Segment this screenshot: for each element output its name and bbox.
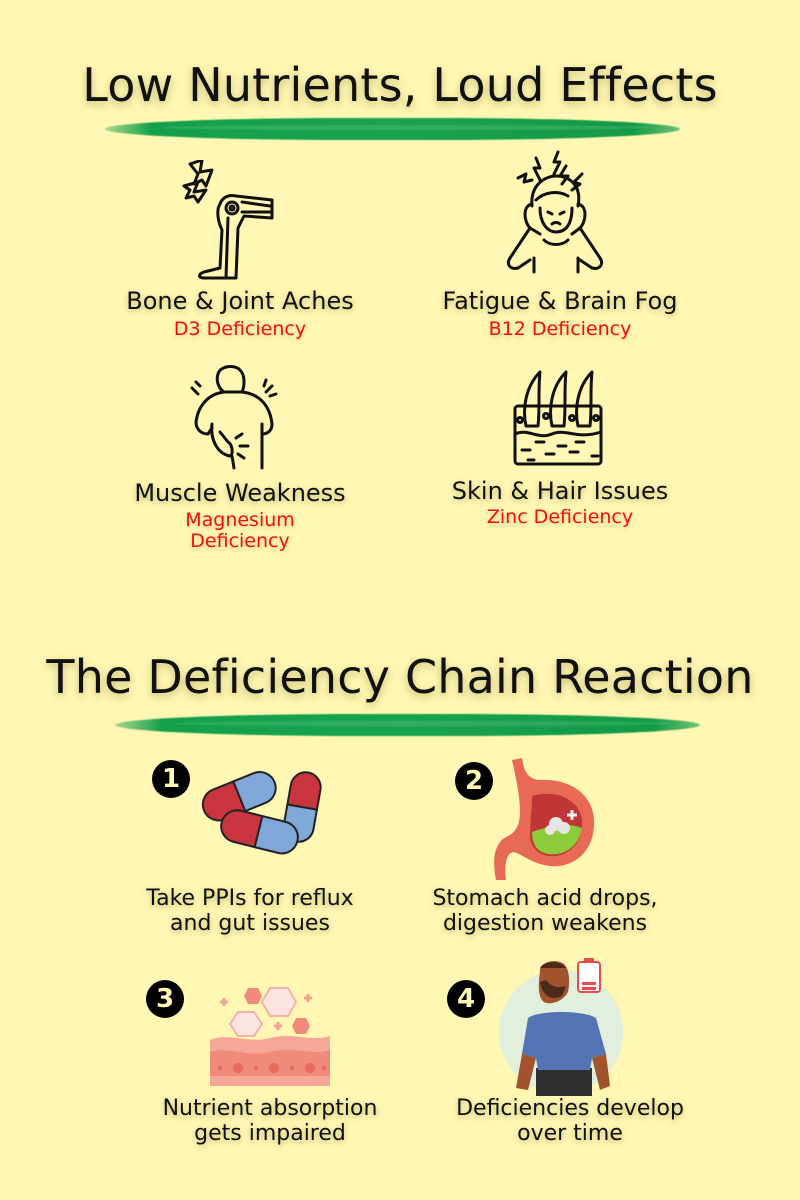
deficiency-label: Zinc Deficiency bbox=[486, 506, 634, 528]
section1-title: Low Nutrients, Loud Effects bbox=[82, 58, 718, 112]
stomach-icon bbox=[494, 758, 595, 880]
step-1-text: Take PPIs for reflux and gut issues bbox=[146, 886, 354, 936]
deficiency-label: D3 Deficiency bbox=[173, 318, 307, 340]
symptom-bone-joint: Bone & Joint Aches D3 Deficiency bbox=[90, 288, 390, 340]
symptom-skin-hair: Skin & Hair Issues Zinc Deficiency bbox=[420, 478, 700, 528]
tired-man-icon bbox=[499, 958, 623, 1096]
symptom-fatigue: Fatigue & Brain Fog B12 Deficiency bbox=[410, 288, 710, 340]
step-number-badge: 1 bbox=[152, 760, 190, 798]
symptom-label: Skin & Hair Issues bbox=[451, 477, 669, 505]
step-number-badge: 3 bbox=[146, 980, 184, 1018]
step-2-text: Stomach acid drops, digestion weakens bbox=[432, 886, 658, 936]
hair-follicle-icon bbox=[513, 370, 603, 466]
deficiency-label-line2: Deficiency bbox=[190, 530, 290, 552]
symptom-label: Fatigue & Brain Fog bbox=[442, 287, 678, 315]
section2-title: The Deficiency Chain Reaction bbox=[46, 650, 754, 704]
symptom-label: Muscle Weakness bbox=[134, 479, 346, 507]
deficiency-label: B12 Deficiency bbox=[488, 318, 632, 340]
step-number-badge: 4 bbox=[447, 980, 485, 1018]
capsules-icon bbox=[201, 771, 322, 855]
headache-icon bbox=[506, 150, 604, 274]
intestine-lining-icon bbox=[210, 987, 330, 1086]
green-brush-underline bbox=[115, 714, 700, 736]
symptom-muscle-weakness: Muscle Weakness Magnesium Deficiency bbox=[100, 480, 380, 552]
green-brush-underline bbox=[105, 118, 680, 140]
symptom-label: Bone & Joint Aches bbox=[126, 287, 354, 315]
step-4-text: Deficiencies develop over time bbox=[456, 1096, 684, 1146]
step-number-badge: 2 bbox=[455, 762, 493, 800]
knee-pain-icon bbox=[182, 160, 274, 280]
step-3-text: Nutrient absorption gets impaired bbox=[162, 1096, 378, 1146]
deficiency-label-line1: Magnesium bbox=[185, 509, 295, 531]
back-pain-icon bbox=[190, 365, 278, 470]
